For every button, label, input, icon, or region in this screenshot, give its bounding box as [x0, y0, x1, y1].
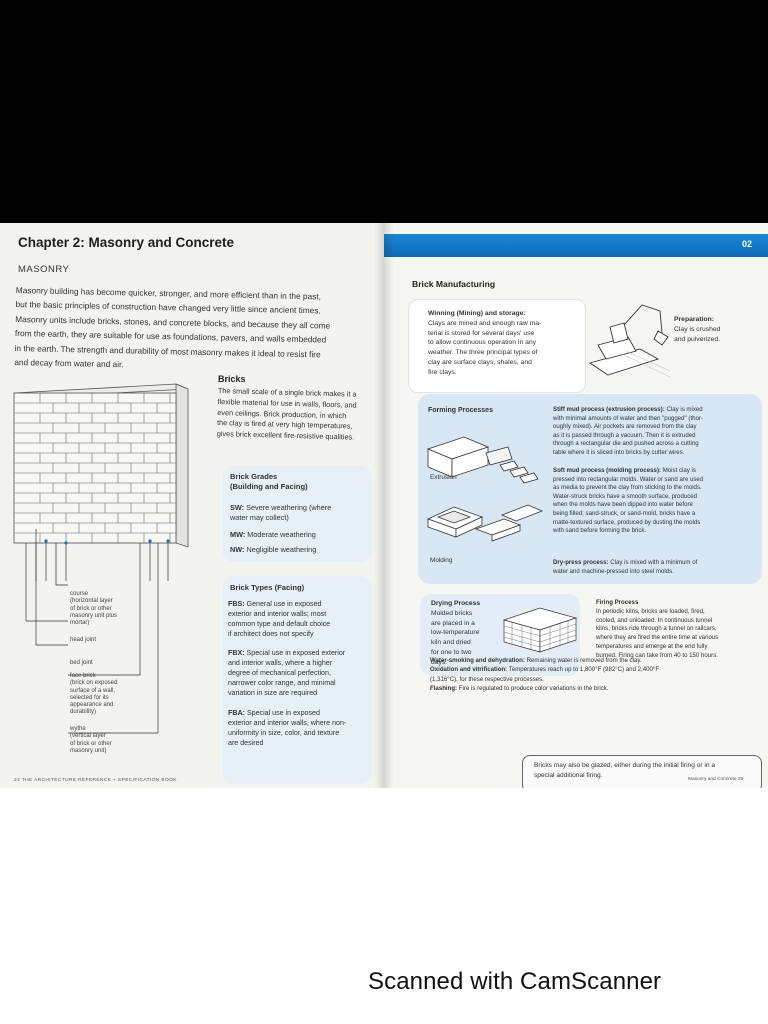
brick-types-box [222, 576, 372, 784]
extrusion-label: Extrusion [430, 474, 457, 481]
chapter-tab-band [384, 234, 768, 257]
soft-mud-process: Soft mud process (molding process): Mois… [553, 467, 704, 535]
right-page-footer: Masonry and Concrete 25 [688, 777, 744, 782]
brick-grades-heading: Brick Grades [230, 472, 278, 481]
dry-press-process: Dry-press process: Clay is mixed with a … [553, 559, 698, 575]
book-gutter-shadow [374, 223, 394, 788]
label-leader-lines [25, 543, 159, 734]
chapter-title: Chapter 2: Masonry and Concrete [18, 235, 235, 250]
brick-manufacturing-heading: Brick Manufacturing [412, 279, 496, 289]
label-wythe: wythe (vertical layer of brick or other … [70, 726, 112, 754]
scan-black-border [0, 0, 768, 223]
firing-stages-text: Water-smoking and dehydration: Remaining… [430, 657, 660, 692]
firing-process-text: Firing Process In periodic kilns, bricks… [596, 599, 719, 659]
glazing-note-text: Bricks may also be glazed, either during… [534, 762, 716, 780]
bricks-heading: Bricks [218, 374, 246, 384]
camscanner-watermark: Scanned with CamScanner [368, 968, 662, 995]
grade-sw: SW: Severe weathering (where water may c… [230, 503, 332, 522]
type-fbs: FBS: General use in exposed exterior and… [228, 600, 331, 638]
preparation-text: Preparation: Clay is crushed and pulveri… [674, 316, 721, 343]
stiff-mud-process: Stiff mud process (extrusion process): C… [553, 406, 703, 456]
book-spread: Chapter 2: Masonry and Concrete MASONRY … [0, 223, 768, 788]
label-course: course (horizontal layer of brick or oth… [70, 591, 118, 627]
brick-wall-illustration [13, 383, 189, 581]
intro-paragraph: Masonry building has become quicker, str… [14, 284, 331, 370]
forming-illustrations [426, 436, 544, 542]
winning-box [408, 299, 586, 393]
forming-processes-heading: Forming Processes [428, 407, 493, 414]
section-heading: MASONRY [18, 264, 70, 275]
forming-processes-box [418, 394, 762, 584]
brick-grades-box [222, 466, 372, 562]
grade-nw: NW: Negligible weathering [230, 545, 317, 554]
chapter-tab-number: 02 [742, 239, 753, 249]
molding-label: Molding [430, 557, 453, 564]
type-fbx: FBX: Special use in exposed exterior and… [228, 649, 346, 697]
brick-grades-subheading: (Building and Facing) [230, 482, 308, 491]
label-face-brick: face brick (brick on exposed surface of … [70, 673, 118, 716]
excavator-illustration [588, 304, 671, 378]
type-fba: FBA: Special use in exposed exterior and… [228, 709, 347, 747]
drying-process-text: Drying Process Molded bricks are placed … [431, 600, 481, 666]
label-head-joint: head joint [70, 637, 97, 643]
left-page-footer: 24 THE ARCHITECTURE REFERENCE + SPECIFIC… [14, 778, 177, 783]
glazing-note-box [522, 755, 762, 788]
bricks-paragraph: The small scale of a single brick makes … [216, 386, 357, 442]
grade-mw: MW: Moderate weathering [230, 530, 316, 539]
label-bed-joint: bed joint [70, 660, 93, 666]
winning-text: Winning (Mining) and storage: Clays are … [428, 310, 542, 376]
kiln-brick-stack-illustration [502, 607, 578, 653]
brick-types-heading: Brick Types (Facing) [230, 583, 305, 592]
